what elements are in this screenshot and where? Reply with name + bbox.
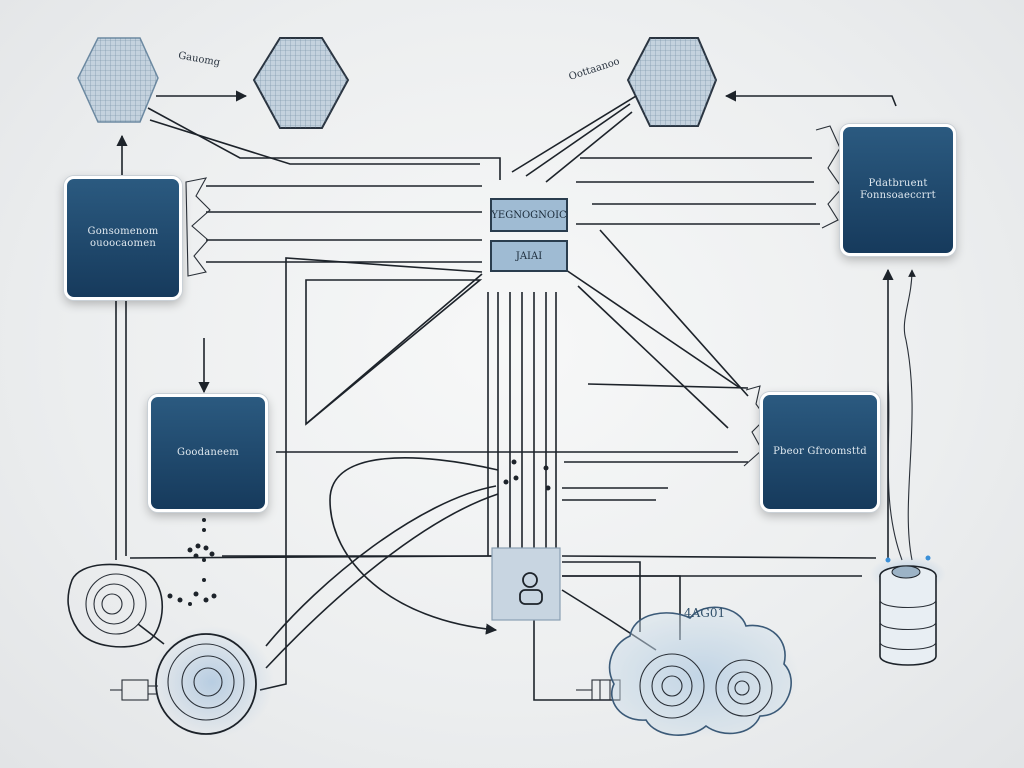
chip-label: JAIAI xyxy=(515,250,543,262)
plug-icon xyxy=(110,679,158,701)
plug-icon xyxy=(576,679,621,701)
left-box-line-2: ouoocaomen xyxy=(90,238,156,249)
mid-right-box-line-1: Pbeor Gfroomsttd xyxy=(773,446,867,457)
mid-left-box[interactable]: Goodaneem xyxy=(148,394,268,512)
label-cloud: 4AG01 xyxy=(684,606,726,620)
top-right-box[interactable]: Pdatbruent Fonnsoaeccrrt xyxy=(840,124,956,256)
hexagon-node-icon xyxy=(626,37,718,127)
connector-lines xyxy=(115,90,916,701)
top-right-box-line-1: Pdatbruent xyxy=(868,178,928,189)
database-icon xyxy=(879,555,937,666)
mid-left-box-line-1: Goodaneem xyxy=(177,447,239,458)
left-box[interactable]: Gonsomenom ouoocaomen xyxy=(64,176,182,300)
hexagon-node-icon xyxy=(77,37,159,123)
cloud-icon xyxy=(608,606,792,736)
spiral-node-icon xyxy=(67,563,165,648)
left-box-line-1: Gonsomenom xyxy=(87,226,159,237)
spiral-node-icon xyxy=(155,633,257,735)
chip-bottom[interactable]: JAIAI xyxy=(490,240,568,272)
user-icon xyxy=(491,547,561,621)
hexagon-node-icon xyxy=(252,37,350,129)
mid-right-box[interactable]: Pbeor Gfroomsttd xyxy=(760,392,880,512)
chip-icon: YEGNOGNOIC xyxy=(491,209,567,221)
top-right-box-line-2: Fonnsoaeccrrt xyxy=(860,190,936,201)
junction-dots xyxy=(167,459,551,606)
connector-bracket xyxy=(185,125,843,467)
chip-top[interactable]: YEGNOGNOIC xyxy=(490,198,568,232)
